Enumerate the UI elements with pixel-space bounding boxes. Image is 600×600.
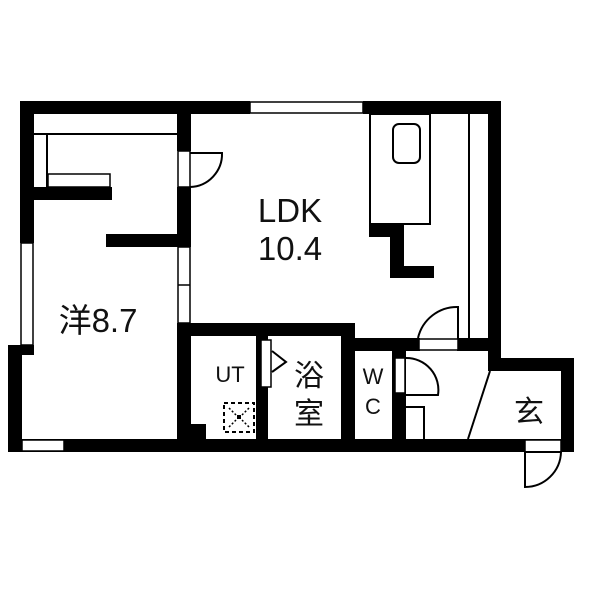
wall-top-left — [20, 101, 250, 114]
ut-bath — [191, 336, 355, 452]
washer-pan-icon — [223, 402, 255, 433]
middle-walls — [177, 305, 501, 353]
wall-divider-upper — [177, 101, 191, 151]
sink-icon — [392, 123, 421, 164]
western-room-label: 洋8.7 — [59, 302, 138, 339]
window-left — [20, 242, 34, 346]
wall-divider-mid — [177, 187, 191, 247]
wc-label-line2: C — [365, 394, 381, 419]
western-room-partitions — [34, 101, 224, 452]
door-swing-entrance — [524, 451, 562, 489]
entrance-label: 玄 — [514, 396, 544, 429]
wall-left-upper — [20, 101, 34, 243]
room-labels: LDK 10.4 洋8.7 UT 浴 室 W C 玄 — [59, 192, 544, 431]
outer-walls — [8, 101, 574, 453]
door-swing-ldk — [189, 152, 224, 188]
wall-bottom — [8, 439, 574, 452]
bath-label-line1: 浴 — [294, 360, 324, 393]
bath-label-line2: 室 — [294, 398, 324, 431]
ut-label: UT — [215, 362, 244, 387]
window-top — [249, 101, 364, 114]
wc-label-line1: W — [363, 364, 384, 389]
door-swing-wc — [405, 356, 440, 396]
wall-western-stub — [106, 234, 191, 247]
ldk-area: 10.4 — [258, 230, 322, 267]
wall-entrance-right — [561, 358, 574, 452]
closet-wall — [34, 187, 112, 200]
wall-divider-lower — [177, 323, 191, 452]
wc — [392, 351, 562, 489]
kitchen — [369, 113, 470, 340]
wall-top-right — [363, 101, 501, 114]
wall-right-upper — [488, 101, 501, 359]
entrance-door-frame — [524, 439, 562, 453]
door-swing-hall — [417, 305, 459, 339]
window-bottom-left — [21, 439, 65, 452]
ldk-name: LDK — [258, 192, 322, 229]
wall-entrance-top — [488, 358, 574, 371]
wall-left-lower — [8, 345, 22, 452]
